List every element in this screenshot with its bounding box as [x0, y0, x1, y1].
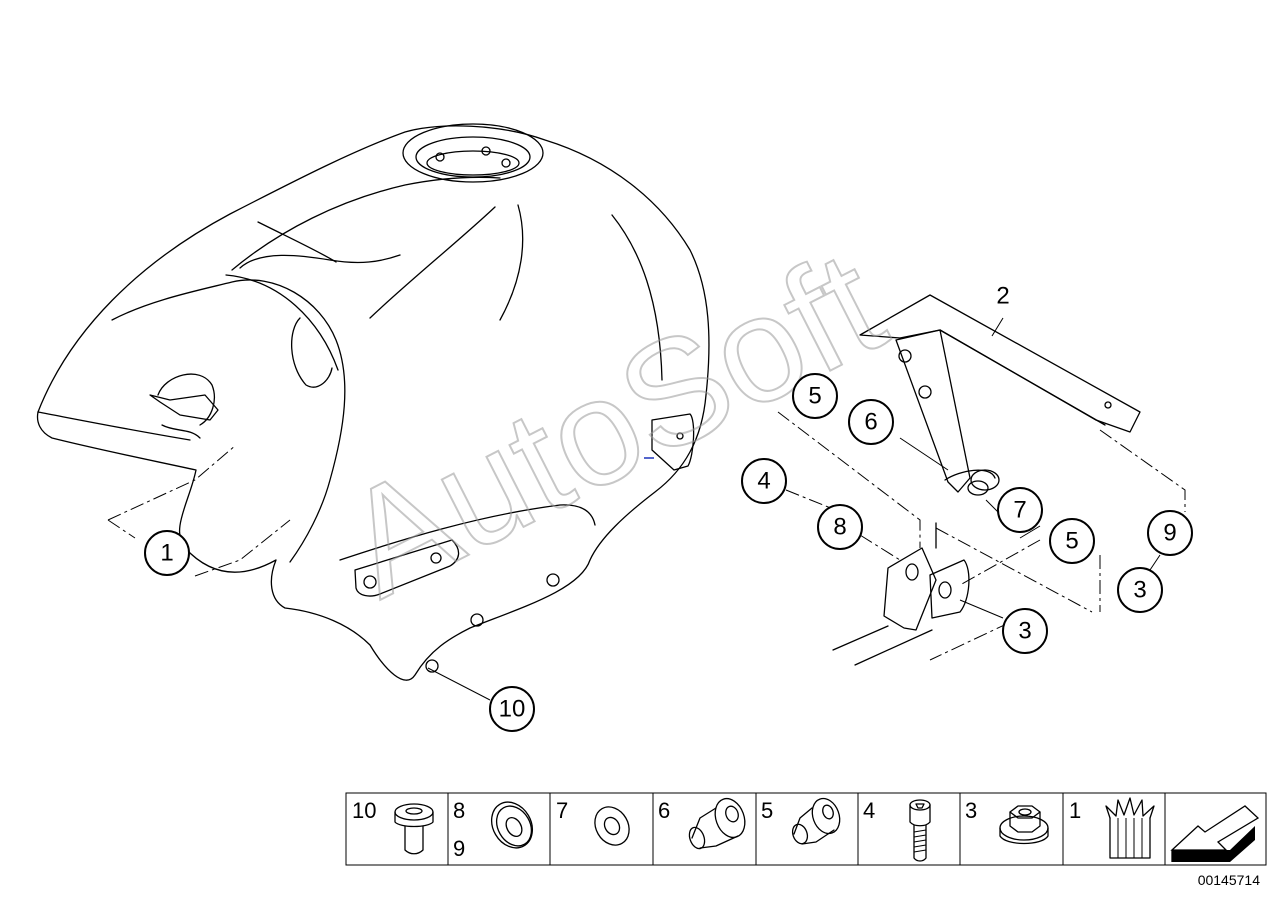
legend-cell-5: 5	[761, 797, 841, 845]
callout-label: 2	[996, 283, 1009, 310]
callout-3-lower: 3	[1002, 608, 1048, 654]
callout-3-right: 3	[1117, 567, 1163, 613]
parts-legend: 10 8 9 7	[345, 792, 1267, 866]
legend-cell-8-9: 8 9	[453, 798, 534, 861]
clip-icon	[1105, 797, 1155, 859]
callout-label: 9	[1163, 520, 1176, 547]
washer-icon	[594, 806, 630, 846]
callout-5-lower: 5	[1049, 518, 1095, 564]
legend-cell-4: 4	[863, 798, 931, 862]
callout-5-upper: 5	[792, 373, 838, 419]
callout-7: 7	[997, 487, 1043, 533]
callout-label: 5	[1065, 528, 1078, 555]
legend-cell-7: 7	[556, 798, 630, 846]
legend-cell-arrow	[1170, 805, 1260, 862]
spacer-sleeve-icon	[688, 797, 746, 850]
callout-8: 8	[817, 504, 863, 550]
callout-label: 3	[1133, 577, 1146, 604]
legend-number: 6	[658, 798, 670, 823]
legend-number: 8	[453, 798, 465, 823]
legend-number: 1	[1069, 798, 1081, 823]
spacer-sleeve-icon	[791, 797, 841, 845]
socket-head-screw-icon	[909, 799, 931, 862]
callout-1: 1	[144, 530, 190, 576]
callout-label: 6	[864, 409, 877, 436]
legend-cell-3: 3	[965, 798, 1049, 845]
callout-6: 6	[848, 399, 894, 445]
legend-cell-10: 10	[352, 798, 434, 855]
arrow-icon	[1170, 805, 1260, 862]
legend-number: 3	[965, 798, 977, 823]
collar-nut-icon	[999, 805, 1049, 845]
watermark-text: AutoSoft	[318, 218, 907, 629]
callout-label: 5	[808, 383, 821, 410]
flanged-bushing-icon	[394, 803, 434, 855]
legend-number: 4	[863, 798, 875, 823]
document-number: 00145714	[1198, 872, 1261, 888]
fuel-tank-drawing	[36, 123, 710, 681]
callout-label: 1	[160, 540, 173, 567]
callout-label: 10	[499, 696, 526, 723]
callout-4: 4	[741, 458, 787, 504]
legend-cell-6: 6	[658, 797, 746, 850]
callout-label: 3	[1018, 618, 1031, 645]
callout-label: 7	[1013, 497, 1026, 524]
legend-cell-1: 1	[1069, 797, 1155, 859]
legend-number: 5	[761, 798, 773, 823]
bracket-drawing	[859, 294, 1141, 496]
callout-label: 4	[757, 468, 770, 495]
callout-9: 9	[1147, 510, 1193, 556]
callout-10: 10	[489, 686, 535, 732]
callout-2: 2	[996, 283, 1009, 310]
rubber-grommet-icon	[490, 801, 534, 849]
legend-number: 7	[556, 798, 568, 823]
legend-number: 10	[352, 798, 376, 823]
frame-bracket-drawing	[832, 522, 970, 666]
legend-number: 9	[453, 836, 465, 861]
callout-label: 8	[833, 514, 846, 541]
